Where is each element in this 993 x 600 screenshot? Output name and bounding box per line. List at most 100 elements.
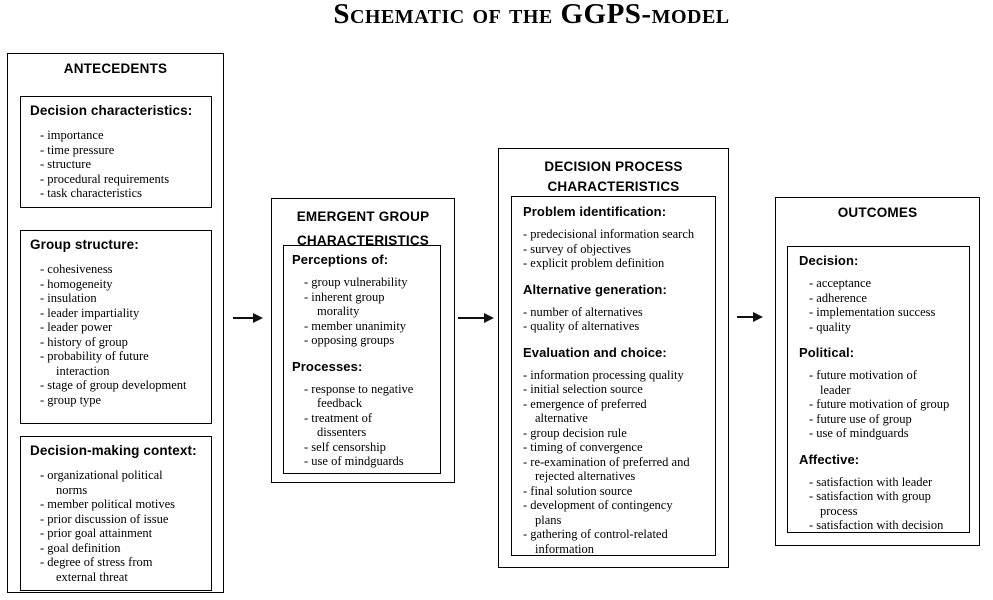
list-item: - satisfaction with leader (809, 474, 933, 489)
section-heading: Alternative generation: (523, 281, 667, 297)
group-structure-section: Group structure: - cohesiveness- homogen… (20, 230, 212, 424)
list-item: - time pressure (40, 142, 115, 157)
section-heading: Political: (799, 345, 855, 360)
list-item: - importance (40, 128, 104, 142)
list-item: - member political motives (40, 497, 176, 511)
list-item: - satisfaction with group process (809, 489, 931, 518)
problem-identification-section: Problem identification: - predecisional … (523, 204, 715, 271)
list-item: - group type (40, 392, 102, 407)
outcomes-inner-box: Decision: - acceptance- adherence- imple… (787, 246, 970, 533)
section-items: - importance- time pressure- structure- … (30, 128, 207, 201)
decision-process-box-title: DECISION PROCESS CHARACTERISTICS (544, 159, 683, 194)
emergent-inner-box: Perceptions of: - group vulnerability- i… (283, 245, 441, 474)
alternative-generation-section: Alternative generation: - number of alte… (523, 282, 715, 334)
section-heading: Group structure: (30, 237, 139, 252)
flow-arrow-right-icon (458, 313, 494, 323)
list-item: - task characteristics (40, 186, 143, 200)
emergent-box-title: EMERGENT GROUP CHARACTERISTICS (296, 209, 430, 248)
diagram-title: Schematic of the GGPS-model (333, 0, 730, 30)
section-items: - satisfaction with leader- satisfaction… (799, 475, 967, 533)
list-item: - initial selection source (523, 382, 643, 396)
list-item: - insulation (40, 291, 97, 305)
section-items: - information processing quality- initia… (523, 368, 715, 557)
section-items: - response to negative feedback- treatme… (292, 382, 440, 469)
list-item: - implementation success (809, 305, 936, 319)
section-items: - predecisional information search- surv… (523, 227, 715, 271)
section-items: - group vulnerability- inherent group mo… (292, 275, 440, 348)
list-item: - use of mindguards (809, 426, 909, 440)
list-item: - treatment of dissenters (304, 410, 373, 440)
evaluation-and-choice-section: Evaluation and choice: - information pro… (523, 345, 715, 557)
outcomes-box: OUTCOMES Decision: - acceptance- adheren… (775, 197, 980, 546)
section-heading: Perceptions of: (292, 252, 389, 267)
list-item: - re-examination of preferred and reject… (523, 454, 690, 484)
flow-arrow-right-icon (737, 312, 763, 322)
list-item: - leader impartiality (40, 305, 140, 320)
list-item: - gathering of control-related informati… (523, 527, 668, 556)
list-item: - timing of convergence (523, 440, 643, 454)
list-item: - satisfaction with decision (809, 518, 944, 532)
section-heading: Processes: (292, 358, 363, 374)
list-item: - inherent group morality (304, 289, 385, 319)
list-item: - future motivation of leader (809, 368, 917, 397)
list-item: - use of mindguards (304, 454, 404, 468)
decision-characteristics-section: Decision characteristics: - importance- … (20, 96, 212, 208)
section-heading: Decision: (799, 253, 859, 268)
list-item: - adherence (809, 290, 867, 305)
antecedents-box-title: ANTECEDENTS (63, 61, 168, 76)
list-item: - group vulnerability (304, 275, 408, 289)
list-item: - self censorship (304, 439, 386, 454)
list-item: - stage of group development (40, 378, 187, 392)
list-item: - information processing quality (523, 367, 684, 382)
processes-section: Processes: - response to negative feedba… (292, 359, 440, 469)
list-item: - prior goal attainment (40, 526, 153, 540)
section-heading: Evaluation and choice: (523, 344, 667, 360)
decision-process-characteristics-box: DECISION PROCESS CHARACTERISTICS Problem… (498, 148, 729, 568)
list-item: - development of contingency plans (523, 498, 673, 527)
flow-arrow-right-icon (233, 313, 263, 323)
list-item: - opposing groups (304, 333, 395, 347)
emergent-group-characteristics-box: EMERGENT GROUP CHARACTERISTICS Perceptio… (271, 198, 455, 483)
list-item: - probability of future interaction (40, 349, 149, 378)
section-heading: Problem identification: (523, 204, 667, 219)
decision-section: Decision: - acceptance- adherence- imple… (799, 253, 967, 334)
list-item: - final solution source (523, 483, 633, 498)
list-item: - explicit problem definition (523, 256, 665, 270)
list-item: - procedural requirements (40, 171, 170, 186)
list-item: - response to negative feedback (304, 381, 414, 411)
list-item: - future motivation of group (809, 397, 950, 411)
list-item: - degree of stress from external threat (40, 555, 153, 584)
section-heading: Decision-making context: (30, 443, 197, 458)
perceptions-of-section: Perceptions of: - group vulnerability- i… (292, 252, 440, 348)
list-item: - acceptance (809, 276, 872, 290)
list-item: - survey of objectives (523, 241, 631, 256)
outcomes-box-title: OUTCOMES (837, 205, 918, 220)
section-items: - acceptance- adherence- implementation … (799, 276, 967, 334)
affective-section: Affective: - satisfaction with leader- s… (799, 452, 967, 533)
antecedents-box: ANTECEDENTS Decision characteristics: - … (7, 53, 224, 593)
list-item: - goal definition (40, 540, 121, 555)
section-heading: Affective: (799, 451, 860, 467)
list-item: - predecisional information search (523, 227, 695, 241)
decision-process-inner-box: Problem identification: - predecisional … (511, 196, 716, 556)
list-item: - quality (809, 319, 852, 334)
decision-making-context-section: Decision-making context: - organizationa… (20, 436, 212, 591)
list-item: - cohesiveness (40, 262, 113, 276)
section-items: - number of alternatives- quality of alt… (523, 305, 715, 334)
list-item: - homogeneity (40, 276, 113, 291)
list-item: - history of group (40, 334, 128, 349)
list-item: - emergence of preferred alternative (523, 396, 647, 426)
list-item: - number of alternatives (523, 304, 643, 319)
list-item: - organizational political norms (40, 468, 163, 497)
list-item: - group decision rule (523, 425, 627, 440)
section-items: - cohesiveness- homogeneity- insulation-… (30, 262, 207, 407)
list-item: - prior discussion of issue (40, 511, 169, 526)
section-items: - future motivation of leader- future mo… (799, 368, 967, 441)
section-items: - organizational political norms- member… (30, 468, 207, 584)
section-heading: Decision characteristics: (30, 103, 193, 118)
list-item: - structure (40, 157, 92, 171)
list-item: - leader power (40, 320, 113, 334)
political-section: Political: - future motivation of leader… (799, 345, 967, 441)
list-item: - future use of group (809, 411, 912, 426)
list-item: - quality of alternatives (523, 319, 640, 333)
